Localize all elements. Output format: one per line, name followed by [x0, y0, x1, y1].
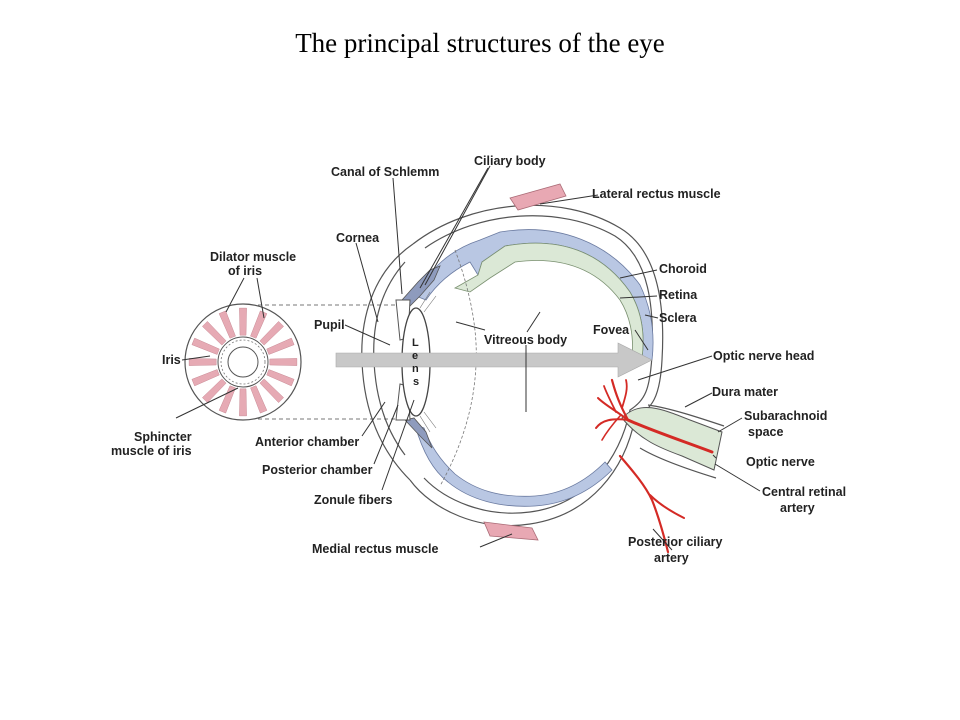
iris-spoke — [259, 321, 284, 346]
lens-letter-n: n — [412, 363, 419, 375]
retinal-vessels — [595, 378, 714, 554]
iris-spoke — [259, 378, 284, 403]
sclera-inner — [423, 215, 653, 514]
label-vitreous-body: Vitreous body — [484, 333, 567, 347]
leader-lines — [175, 165, 761, 551]
iris-spoke — [239, 388, 247, 417]
iris-spoke — [218, 310, 236, 339]
label-cornea: Cornea — [336, 231, 380, 245]
label-fovea: Fovea — [593, 323, 630, 337]
lens-letter-l: L — [412, 337, 419, 349]
zonule-fibers-lines — [419, 291, 437, 433]
choroid-layer-lower — [414, 424, 613, 507]
iris-front-view — [184, 303, 405, 421]
lens-letter-s: s — [413, 376, 419, 388]
label-ciliary-body: Ciliary body — [474, 154, 546, 168]
label-zonule-fibers: Zonule fibers — [314, 493, 393, 507]
label-canal-of-schlemm: Canal of Schlemm — [331, 165, 439, 179]
labels: Canal of Schlemm Ciliary body Lateral re… — [111, 154, 846, 565]
label-retina: Retina — [659, 288, 698, 302]
label-dura-mater: Dura mater — [712, 385, 778, 399]
iris-spoke — [202, 378, 227, 403]
label-central-retinal-line1: Central retinal — [762, 485, 846, 499]
iris-spoke — [239, 307, 247, 336]
label-optic-nerve-head: Optic nerve head — [713, 349, 814, 363]
iris-spoke — [250, 385, 268, 414]
label-subarachnoid-line1: Subarachnoid — [744, 409, 827, 423]
lens-letter-e: e — [412, 350, 418, 362]
iris-spoke — [266, 337, 295, 355]
lateral-rectus-muscle-shape — [509, 183, 567, 211]
label-choroid: Choroid — [659, 262, 707, 276]
label-subarachnoid-line2: space — [748, 425, 783, 439]
iris-spoke — [191, 337, 220, 355]
label-sphincter-line2: muscle of iris — [111, 444, 192, 458]
label-posterior-chamber: Posterior chamber — [262, 463, 373, 477]
eye-cross-section — [335, 183, 725, 554]
page-title: The principal structures of the eye — [295, 28, 665, 58]
ciliary-body-shape-lower — [404, 417, 433, 449]
label-dilator-muscle-line2: of iris — [228, 264, 262, 278]
iris-radial-muscle — [188, 307, 298, 417]
iris-spoke — [202, 321, 227, 346]
iris-spoke — [266, 369, 295, 387]
label-medial-rectus-muscle: Medial rectus muscle — [312, 542, 438, 556]
iris-spoke — [250, 310, 268, 339]
iris-spoke — [188, 358, 217, 366]
label-central-retinal-line2: artery — [780, 501, 815, 515]
dura-mater-line-top — [647, 404, 725, 427]
dura-mater-line-bottom — [639, 447, 717, 479]
label-optic-nerve: Optic nerve — [746, 455, 815, 469]
label-iris: Iris — [162, 353, 181, 367]
label-sphincter-line1: Sphincter — [134, 430, 192, 444]
label-posterior-ciliary-line2: artery — [654, 551, 689, 565]
medial-rectus-muscle-shape — [483, 521, 539, 541]
label-sclera: Sclera — [659, 311, 698, 325]
iris-spoke — [269, 358, 298, 366]
label-anterior-chamber: Anterior chamber — [255, 435, 359, 449]
label-lateral-rectus-muscle: Lateral rectus muscle — [592, 187, 721, 201]
iris-spoke — [218, 385, 236, 414]
label-pupil: Pupil — [314, 318, 345, 332]
iris-spoke — [191, 369, 220, 387]
light-path-arrow — [335, 342, 653, 378]
label-dilator-muscle-line1: Dilator muscle — [210, 250, 296, 264]
sclera-outer — [409, 204, 664, 527]
label-posterior-ciliary-line1: Posterior ciliary — [628, 535, 723, 549]
